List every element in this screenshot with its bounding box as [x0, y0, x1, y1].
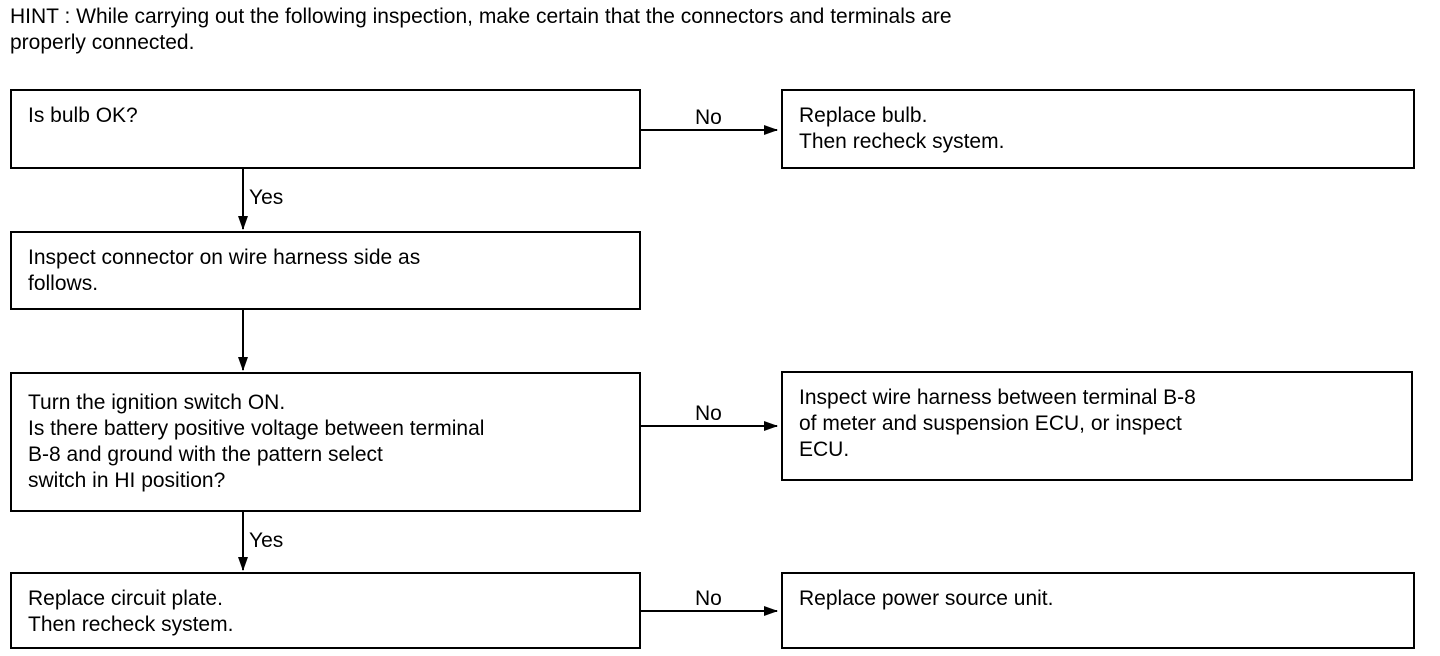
label-no-step4: No [695, 587, 722, 610]
box-replace-bulb: Replace bulb. Then recheck system. [781, 89, 1415, 169]
box-inspect-connector: Inspect connector on wire harness side a… [10, 231, 641, 310]
box-inspect-wire-harness: Inspect wire harness between terminal B-… [781, 371, 1413, 481]
label-no-q3: No [695, 402, 722, 425]
label-yes-q1: Yes [249, 186, 284, 209]
hint-text: HINT : While carrying out the following … [10, 5, 952, 54]
box-is-bulb-ok: Is bulb OK? [10, 89, 641, 169]
label-no-q1: No [695, 106, 722, 129]
box-ignition-voltage-check: Turn the ignition switch ON. Is there ba… [10, 372, 641, 512]
label-yes-q3: Yes [249, 529, 284, 552]
box-replace-circuit-plate: Replace circuit plate. Then recheck syst… [10, 572, 641, 649]
box-replace-power-source: Replace power source unit. [781, 572, 1415, 649]
